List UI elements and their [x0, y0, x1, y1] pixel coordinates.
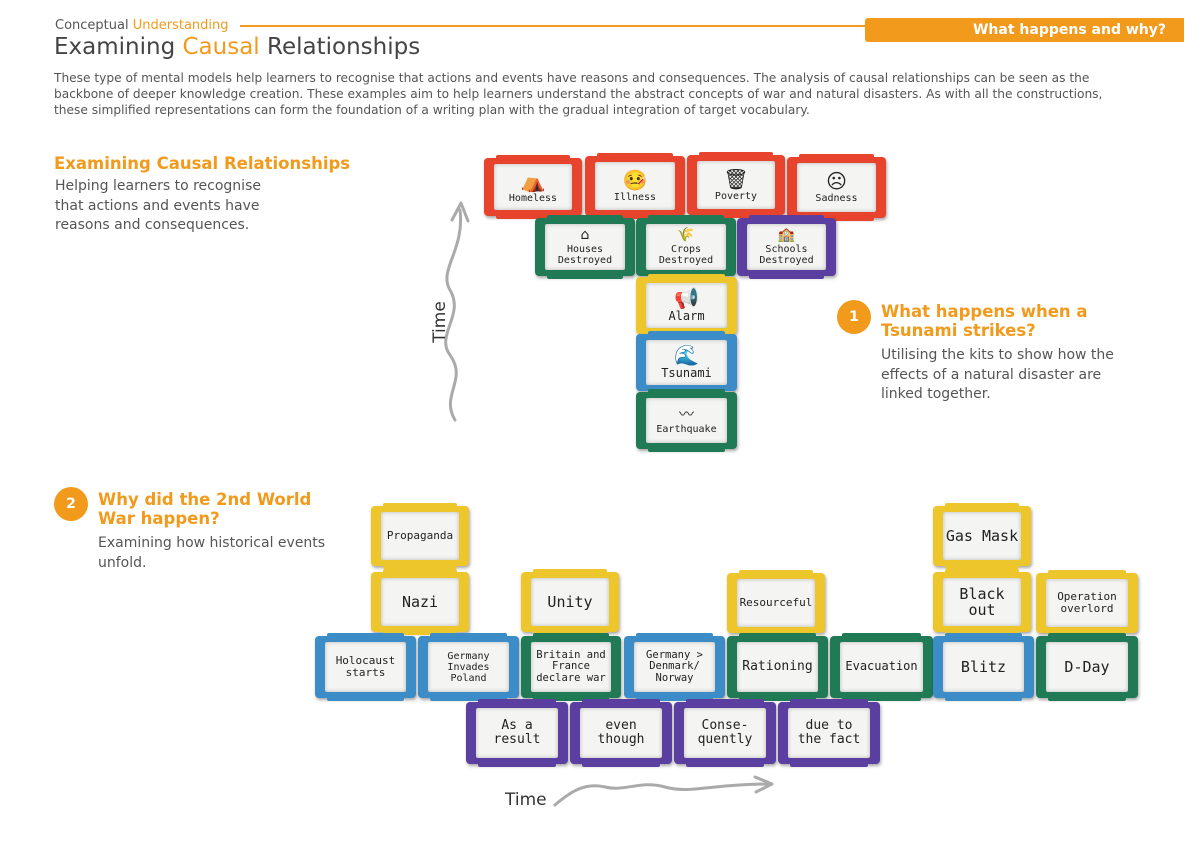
example2-heading: Why did the 2nd World War happen?	[98, 490, 312, 528]
school-icon: 🏫	[777, 227, 796, 243]
example2-text: Examining how historical events unfold.	[98, 535, 326, 571]
example1-number-badge: 1	[837, 300, 871, 334]
brick-label: Propaganda	[386, 528, 454, 542]
brick-label: D-Day	[1064, 657, 1110, 676]
poverty-icon: 🗑	[723, 166, 749, 191]
illness-icon: 🤒	[622, 167, 648, 192]
brick-label: Alarm	[668, 308, 705, 323]
time-arrow-horizontal	[553, 775, 774, 807]
time-label-horizontal: Time	[505, 790, 547, 810]
brick-label: Black out	[959, 584, 1005, 619]
brick-crops-destroyed: 🌾Crops Destroyed	[636, 215, 736, 279]
example2-number-badge: 2	[54, 487, 88, 521]
brick-nazi: Nazi	[371, 569, 469, 635]
brick-evacuation: Evacuation	[830, 633, 933, 701]
brick-label: Illness	[613, 191, 657, 203]
brick-label: Operation overlord	[1057, 589, 1117, 615]
intro-paragraph: These type of mental models help learner…	[54, 71, 1103, 117]
brick-even-though: even though	[570, 699, 672, 767]
brick-unity: Unity	[521, 569, 619, 635]
homeless-icon: ⛺	[520, 168, 546, 193]
brick-label: Germany Invades Poland	[447, 650, 490, 684]
brick-d-day: D-Day	[1036, 633, 1138, 701]
brick-holocaust-starts: Holocaust starts	[315, 633, 416, 701]
brick-label: As a result	[493, 717, 541, 747]
brick-homeless: ⛺Homeless	[484, 155, 582, 219]
sadness-icon: ☹	[826, 169, 847, 193]
houses-icon: ⌂	[580, 227, 590, 243]
brick-label: Poverty	[714, 190, 758, 202]
brick-label: Germany > Denmark/ Norway	[646, 648, 703, 684]
brick-label: Conse- quently	[697, 717, 753, 747]
brick-gas-mask: Gas Mask	[933, 503, 1031, 569]
kicker-accent: Understanding	[132, 18, 229, 33]
brick-as-a-result: As a result	[466, 699, 568, 767]
brick-tsunami: 🌊Tsunami	[636, 331, 737, 394]
header-rule	[240, 25, 866, 27]
brick-label: due to the fact	[797, 717, 861, 747]
brick-houses-destroyed: ⌂Houses Destroyed	[535, 215, 635, 279]
brick-due-to-the-fact: due to the fact	[778, 699, 880, 767]
brick-schools-destroyed: 🏫Schools Destroyed	[737, 215, 836, 279]
time-label-vertical: Time	[429, 301, 450, 343]
alarm-icon: 📢	[674, 285, 699, 310]
header-tag: What happens and why?	[865, 18, 1184, 42]
example1-text: Utilising the kits to show how the effec…	[881, 347, 1114, 402]
brick-propaganda: Propaganda	[371, 503, 469, 569]
brick-label: Homeless	[508, 192, 558, 204]
brick-label: Crops Destroyed	[658, 244, 714, 266]
brick-consequently: Conse- quently	[674, 699, 776, 767]
brick-blitz: Blitz	[933, 633, 1034, 701]
brick-label: Nazi	[401, 592, 439, 611]
brick-alarm: 📢Alarm	[636, 274, 737, 337]
brick-operation-overlord: Operation overlord	[1036, 570, 1138, 636]
brick-label: even though	[597, 717, 645, 747]
brick-label: Houses Destroyed	[557, 244, 613, 266]
brick-germany-invades-poland: Germany Invades Poland	[418, 633, 519, 701]
brick-resourceful: Resourceful	[727, 570, 825, 636]
title-pre: Examining	[54, 34, 176, 60]
brick-label: Unity	[547, 592, 593, 611]
title-accent: Causal	[182, 34, 260, 60]
brick-label: Resourceful	[739, 595, 813, 609]
brick-earthquake: 〰Earthquake	[636, 389, 737, 452]
wave-icon: 🌊	[674, 342, 699, 367]
brick-label: Holocaust starts	[335, 653, 396, 679]
header-tag-text: What happens and why?	[972, 22, 1166, 38]
brick-black-out: Black out	[933, 569, 1031, 635]
seismograph-icon: 〰	[678, 404, 694, 423]
brick-poverty: 🗑Poverty	[687, 152, 785, 218]
brick-sadness: ☹Sadness	[787, 154, 886, 221]
brick-label: Tsunami	[661, 365, 712, 380]
section-kicker: Conceptual Understanding	[55, 18, 229, 33]
time-arrow-vertical	[444, 201, 470, 422]
brick-label: Gas Mask	[945, 526, 1019, 545]
brick-rationing: Rationing	[727, 633, 828, 701]
crops-icon: 🌾	[677, 227, 695, 243]
brick-label: Evacuation	[845, 659, 918, 674]
section-heading: Examining Causal Relationships	[54, 154, 351, 173]
brick-label: Britain and France declare war	[536, 648, 606, 684]
brick-label: Rationing	[742, 658, 813, 674]
brick-label: Earthquake	[656, 423, 717, 435]
brick-britain-france-declare-war: Britain and France declare war	[521, 633, 621, 701]
brick-label: Sadness	[815, 193, 858, 204]
section-text: Helping learners to recognise that actio…	[55, 178, 261, 233]
brick-germany-denmark-norway: Germany > Denmark/ Norway	[624, 633, 725, 701]
time-label-vertical-wrap: Time	[418, 300, 462, 344]
title-post: Relationships	[267, 34, 421, 60]
brick-label: Blitz	[960, 657, 1007, 676]
example1-heading: What happens when a Tsunami strikes?	[881, 302, 1088, 340]
page-title: Examining Causal Relationships	[54, 34, 420, 60]
kicker-main: Conceptual	[55, 18, 129, 33]
brick-illness: 🤒Illness	[585, 153, 685, 219]
brick-label: Schools Destroyed	[759, 244, 814, 266]
